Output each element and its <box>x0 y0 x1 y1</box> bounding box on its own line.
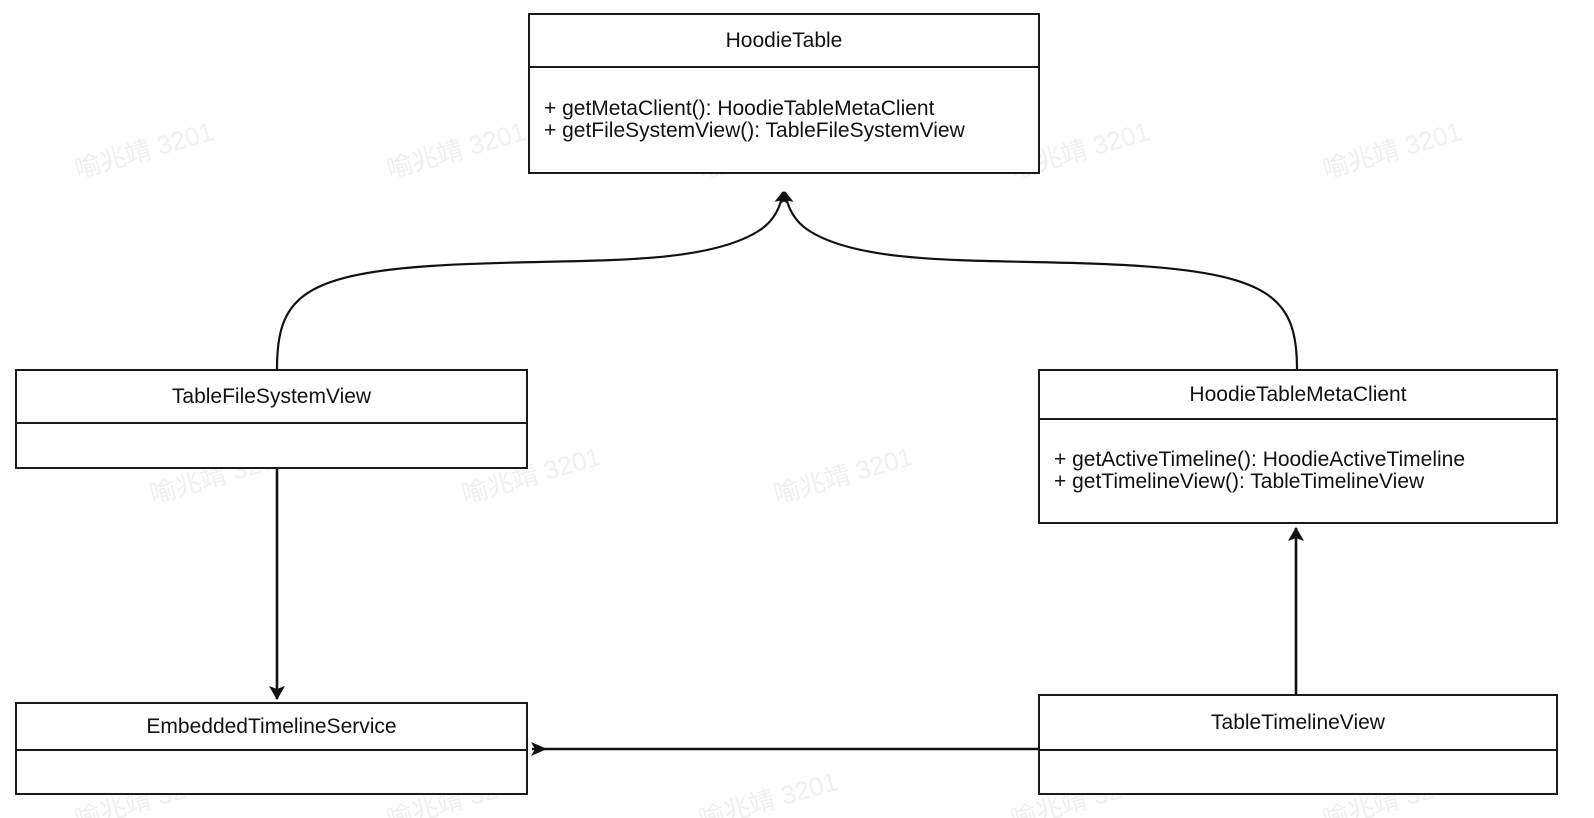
watermark-tile: 喻兆靖 3201 <box>1319 116 1466 185</box>
class-members: + getActiveTimeline(): HoodieActiveTimel… <box>1040 420 1556 522</box>
class-members <box>17 424 526 467</box>
class-title: EmbeddedTimelineService <box>17 704 526 751</box>
class-title: HoodieTable <box>530 15 1038 68</box>
class-box-hoodie-table-meta-client[interactable]: HoodieTableMetaClient + getActiveTimelin… <box>1038 369 1558 524</box>
class-members: + getMetaClient(): HoodieTableMetaClient… <box>530 68 1038 172</box>
class-members <box>17 751 526 793</box>
class-title: HoodieTableMetaClient <box>1040 371 1556 420</box>
watermark-tile: 喻兆靖 3201 <box>383 116 530 185</box>
class-box-table-timeline-view[interactable]: TableTimelineView <box>1038 694 1558 795</box>
class-member: + getActiveTimeline(): HoodieActiveTimel… <box>1054 447 1466 471</box>
class-member: + getTimelineView(): TableTimelineView <box>1054 470 1425 493</box>
class-title: TableFileSystemView <box>17 371 526 424</box>
edge-htmc-to-hoodietable <box>779 191 1299 370</box>
watermark-tile: 喻兆靖 3201 <box>695 766 842 818</box>
watermark-tile: 喻兆靖 3201 <box>770 441 917 510</box>
watermark-tile: 喻兆靖 3201 <box>71 116 218 185</box>
class-members <box>1040 751 1556 793</box>
class-title: TableTimelineView <box>1040 696 1556 751</box>
edge-tfsv-to-hoodietable <box>275 191 789 370</box>
class-member: + getMetaClient(): HoodieTableMetaClient <box>544 96 935 120</box>
class-box-embedded-timeline-service[interactable]: EmbeddedTimelineService <box>15 702 528 795</box>
class-member: + getFileSystemView(): TableFileSystemVi… <box>544 119 965 142</box>
class-box-hoodie-table[interactable]: HoodieTable + getMetaClient(): HoodieTab… <box>528 13 1040 174</box>
class-box-table-file-system-view[interactable]: TableFileSystemView <box>15 369 528 469</box>
